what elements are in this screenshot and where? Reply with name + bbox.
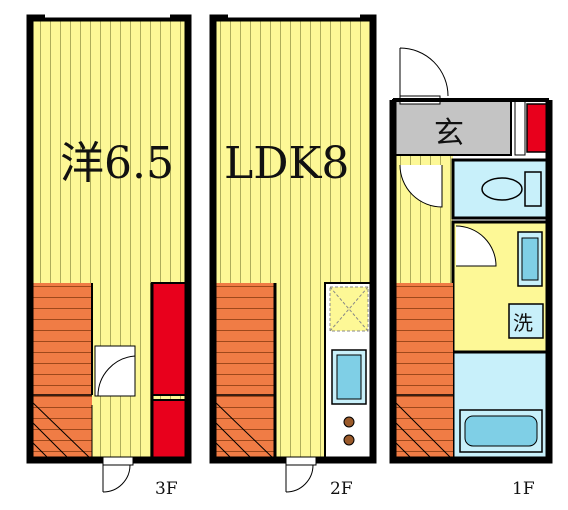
floor-2f: LDK8 2F (209, 14, 377, 499)
toilet-bowl (481, 177, 523, 201)
entrance-floor (392, 99, 512, 156)
floor-2f-stairs (213, 283, 275, 460)
room-western-6.5: 洋6.5 (60, 138, 174, 189)
room-ldk-8: LDK8 (224, 138, 349, 189)
floor-2f-label: 2F (330, 479, 353, 499)
floor-1f-stairs (393, 283, 453, 460)
floor-1f-walls (389, 100, 553, 464)
stove-burner (343, 416, 355, 428)
floor-1f-label: 1F (512, 479, 535, 499)
laundry-space (508, 303, 544, 339)
floor-1f: 玄 洗 1F (389, 47, 553, 499)
floor-3f: 洋6.5 3F (26, 14, 192, 499)
floor-3f-closet-lower (151, 399, 189, 461)
fridge-space (329, 286, 369, 332)
stove-burner (343, 434, 355, 446)
floor-3f-stairs (30, 283, 92, 460)
laundry-label: 洗 (513, 311, 533, 335)
entrance-storage (526, 103, 548, 153)
toilet-tank (524, 171, 542, 207)
shoe-cabinet (514, 99, 526, 156)
floor-3f-label: 3F (155, 479, 178, 499)
room-entrance: 玄 (434, 116, 464, 151)
floor-3f-closet (151, 282, 189, 396)
